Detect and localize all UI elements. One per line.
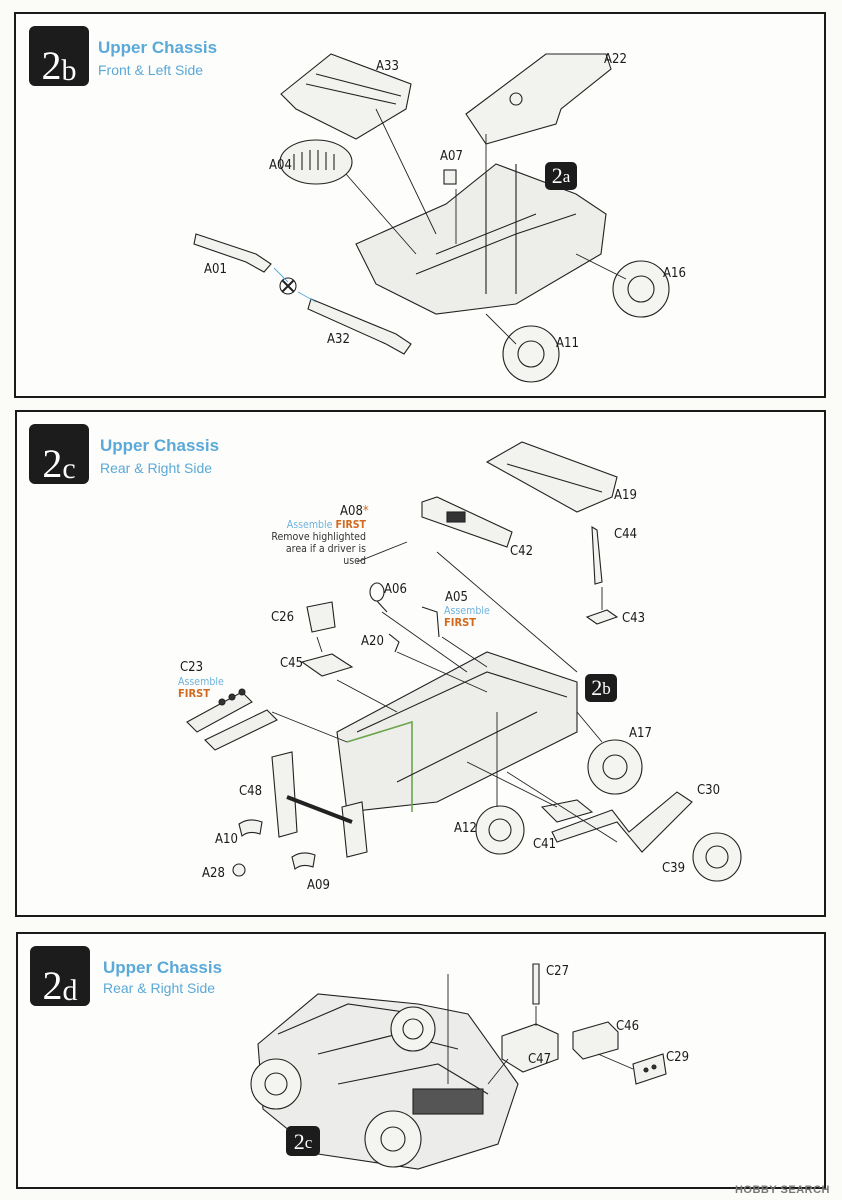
step-2b-subtitle: Front & Left Side bbox=[98, 62, 204, 78]
part-label-C45: C45 bbox=[280, 656, 304, 671]
part-label-C26: C26 bbox=[271, 610, 295, 625]
part-label-C29: C29 bbox=[666, 1050, 690, 1065]
a08-note-line1: Remove highlighted bbox=[271, 531, 366, 543]
step-2b-reference-letter: b bbox=[602, 679, 611, 698]
part-label-A32: A32 bbox=[327, 332, 350, 347]
part-label-C41: C41 bbox=[533, 837, 557, 852]
part-label-C30: C30 bbox=[697, 783, 721, 798]
step-2b-badge-number: 2 bbox=[41, 43, 62, 88]
a05-first-label: FIRST bbox=[444, 616, 476, 629]
part-label-C48: C48 bbox=[239, 784, 263, 799]
step-2c-title: Upper Chassis bbox=[100, 436, 220, 455]
c23-first-label: FIRST bbox=[178, 687, 210, 700]
step-2c-reference-number: 2 bbox=[293, 1129, 305, 1154]
part-note-A05: Assemble FIRST bbox=[444, 605, 494, 629]
part-label-A07: A07 bbox=[440, 149, 463, 164]
step-2d-subtitle: Rear & Right Side bbox=[103, 980, 216, 996]
step-2d-badge-number: 2 bbox=[42, 963, 63, 1008]
step-2c-badge-letter: c bbox=[62, 452, 76, 485]
part-label-A16: A16 bbox=[663, 266, 686, 281]
step-2c-badge-number: 2 bbox=[42, 441, 63, 486]
a08-first-label: FIRST bbox=[335, 519, 367, 531]
step-2a-reference-letter: a bbox=[562, 167, 571, 186]
step-2c-reference-letter: c bbox=[304, 1133, 313, 1152]
part-label-A28: A28 bbox=[202, 866, 225, 881]
part-note-C23: Assemble FIRST bbox=[178, 676, 228, 700]
part-note-A08: Assemble FIRST Remove highlighted area i… bbox=[269, 519, 366, 567]
part-label-C46: C46 bbox=[616, 1019, 640, 1034]
part-label-C44: C44 bbox=[614, 527, 638, 542]
step-2c-subtitle: Rear & Right Side bbox=[100, 460, 213, 476]
part-label-A12: A12 bbox=[454, 821, 477, 836]
a05-assemble-label: Assemble bbox=[444, 605, 490, 617]
watermark: HOBBY SEARCH bbox=[734, 1184, 830, 1196]
part-label-A06: A06 bbox=[384, 582, 407, 597]
part-label-A10: A10 bbox=[215, 832, 238, 847]
step-2c-exploded-diagram bbox=[186, 441, 742, 882]
part-label-A20: A20 bbox=[361, 634, 384, 649]
step-2d-badge-letter: d bbox=[62, 974, 78, 1007]
part-label-C42: C42 bbox=[510, 544, 534, 559]
part-label-A22: A22 bbox=[604, 52, 627, 67]
step-2d-exploded-diagram bbox=[250, 963, 667, 1170]
part-label-A08-text: A08 bbox=[340, 504, 363, 519]
step-2d-title: Upper Chassis bbox=[103, 958, 223, 977]
a08-assemble-label: Assemble bbox=[286, 519, 333, 531]
part-label-A19: A19 bbox=[614, 488, 637, 503]
part-label-A05: A05 bbox=[445, 590, 468, 605]
part-label-A11: A11 bbox=[556, 336, 579, 351]
part-label-C39: C39 bbox=[662, 861, 686, 876]
step-2a-reference-number: 2 bbox=[551, 163, 563, 188]
part-label-A08-mark: * bbox=[362, 504, 369, 519]
part-label-A09: A09 bbox=[307, 878, 330, 893]
step-2b-badge-letter: b bbox=[61, 54, 77, 87]
part-label-A33: A33 bbox=[376, 59, 399, 74]
a08-note-line2: area if a driver is used bbox=[285, 543, 366, 567]
step-2b-exploded-diagram bbox=[193, 53, 670, 383]
part-label-A17: A17 bbox=[629, 726, 652, 741]
c23-assemble-label: Assemble bbox=[178, 676, 224, 688]
step-2b-reference-number: 2 bbox=[591, 675, 603, 700]
part-label-A04: A04 bbox=[269, 158, 292, 173]
part-label-C43: C43 bbox=[622, 611, 646, 626]
part-label-C27: C27 bbox=[546, 964, 570, 979]
step-2b-title: Upper Chassis bbox=[98, 38, 218, 57]
part-label-C23: C23 bbox=[180, 660, 204, 675]
part-label-C47: C47 bbox=[528, 1052, 552, 1067]
part-label-A01: A01 bbox=[204, 262, 227, 277]
part-label-A08: A08* bbox=[340, 504, 369, 519]
